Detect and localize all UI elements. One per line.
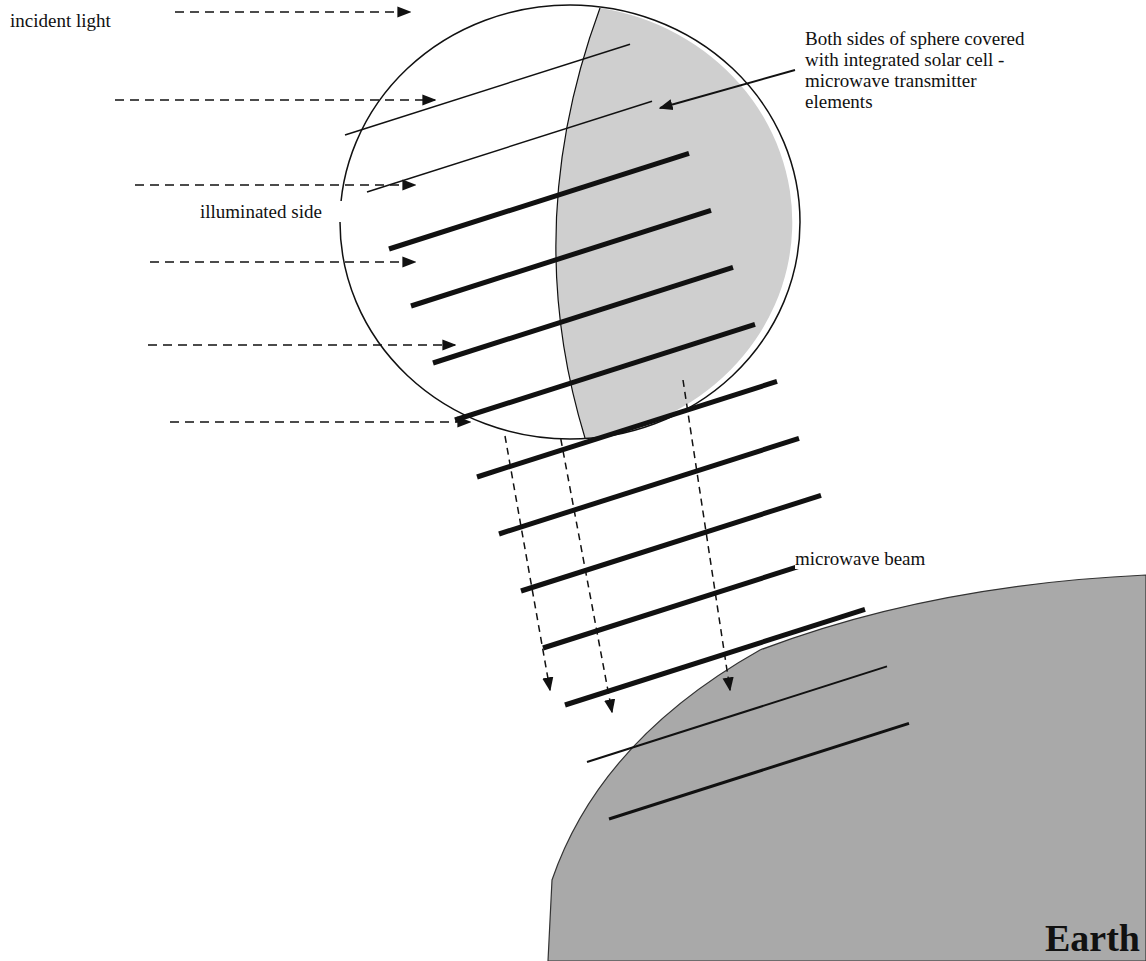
light-ray <box>115 99 435 101</box>
beam-arrow <box>561 439 612 712</box>
wavefront-line <box>521 495 821 591</box>
beam-label: microwave beam <box>795 548 995 569</box>
wavefront-line <box>455 324 755 420</box>
light-ray <box>135 184 415 186</box>
side-label: illuminated side <box>198 201 377 222</box>
earth-surface <box>548 575 1146 961</box>
microwave-beam-arrows <box>505 380 730 690</box>
beam-arrow <box>683 380 730 690</box>
light-ray <box>150 261 415 263</box>
microwave-wavefronts <box>345 44 909 819</box>
light-label: incident light <box>10 10 170 31</box>
wavefront-line <box>609 723 909 819</box>
wavefront-line <box>587 666 887 762</box>
wavefront-line <box>433 267 733 363</box>
sphere-shape <box>340 5 800 443</box>
planet-label: Earth <box>1045 917 1140 959</box>
light-ray <box>170 421 470 423</box>
sphere: illuminated side <box>340 5 800 443</box>
wavefront-line <box>477 381 777 477</box>
beam-arrow <box>505 436 550 690</box>
earth: Earth <box>548 575 1146 961</box>
earth-shape <box>548 575 1146 961</box>
wavefront-line <box>411 210 711 306</box>
leader-arrow <box>660 70 795 108</box>
wavefront-line <box>389 153 689 249</box>
wavefront-line <box>499 438 799 534</box>
callout-note: Both sides of sphere covered with integr… <box>805 28 1040 112</box>
incident-light-rays <box>115 12 470 422</box>
wavefront-line <box>565 609 865 705</box>
light-ray <box>148 344 455 346</box>
sphere-outline <box>340 5 800 439</box>
